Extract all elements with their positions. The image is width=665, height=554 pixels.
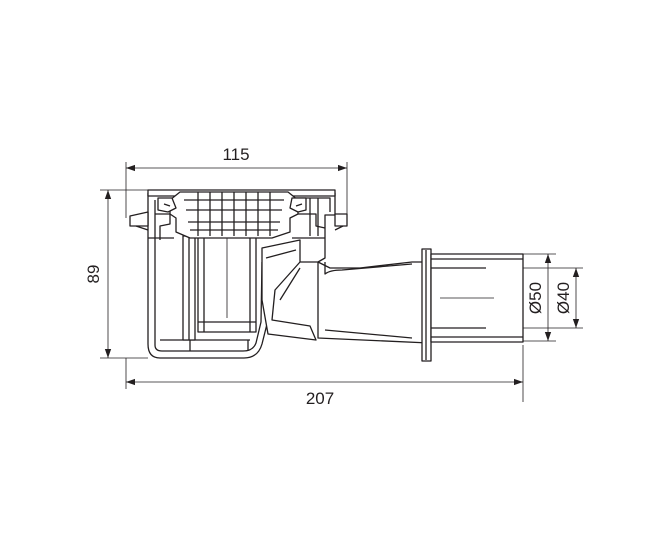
dimension-label-top-width: 115: [222, 145, 249, 164]
outlet-pipe: [317, 248, 524, 362]
grate-top: [147, 189, 336, 239]
dimension-label-inner-diameter: Ø40: [554, 282, 573, 314]
dimension-label-total-length: 207: [306, 389, 334, 408]
dimension-label-outer-diameter: Ø50: [526, 282, 545, 314]
dimension-outlet-diameters: Ø50 Ø40: [486, 253, 583, 342]
dimension-total-length: 207: [125, 345, 524, 408]
dimension-top-width: 115: [125, 145, 348, 218]
dimension-label-height: 89: [84, 265, 103, 284]
dimension-height: 89: [84, 189, 148, 359]
seal-insert: [182, 225, 317, 341]
